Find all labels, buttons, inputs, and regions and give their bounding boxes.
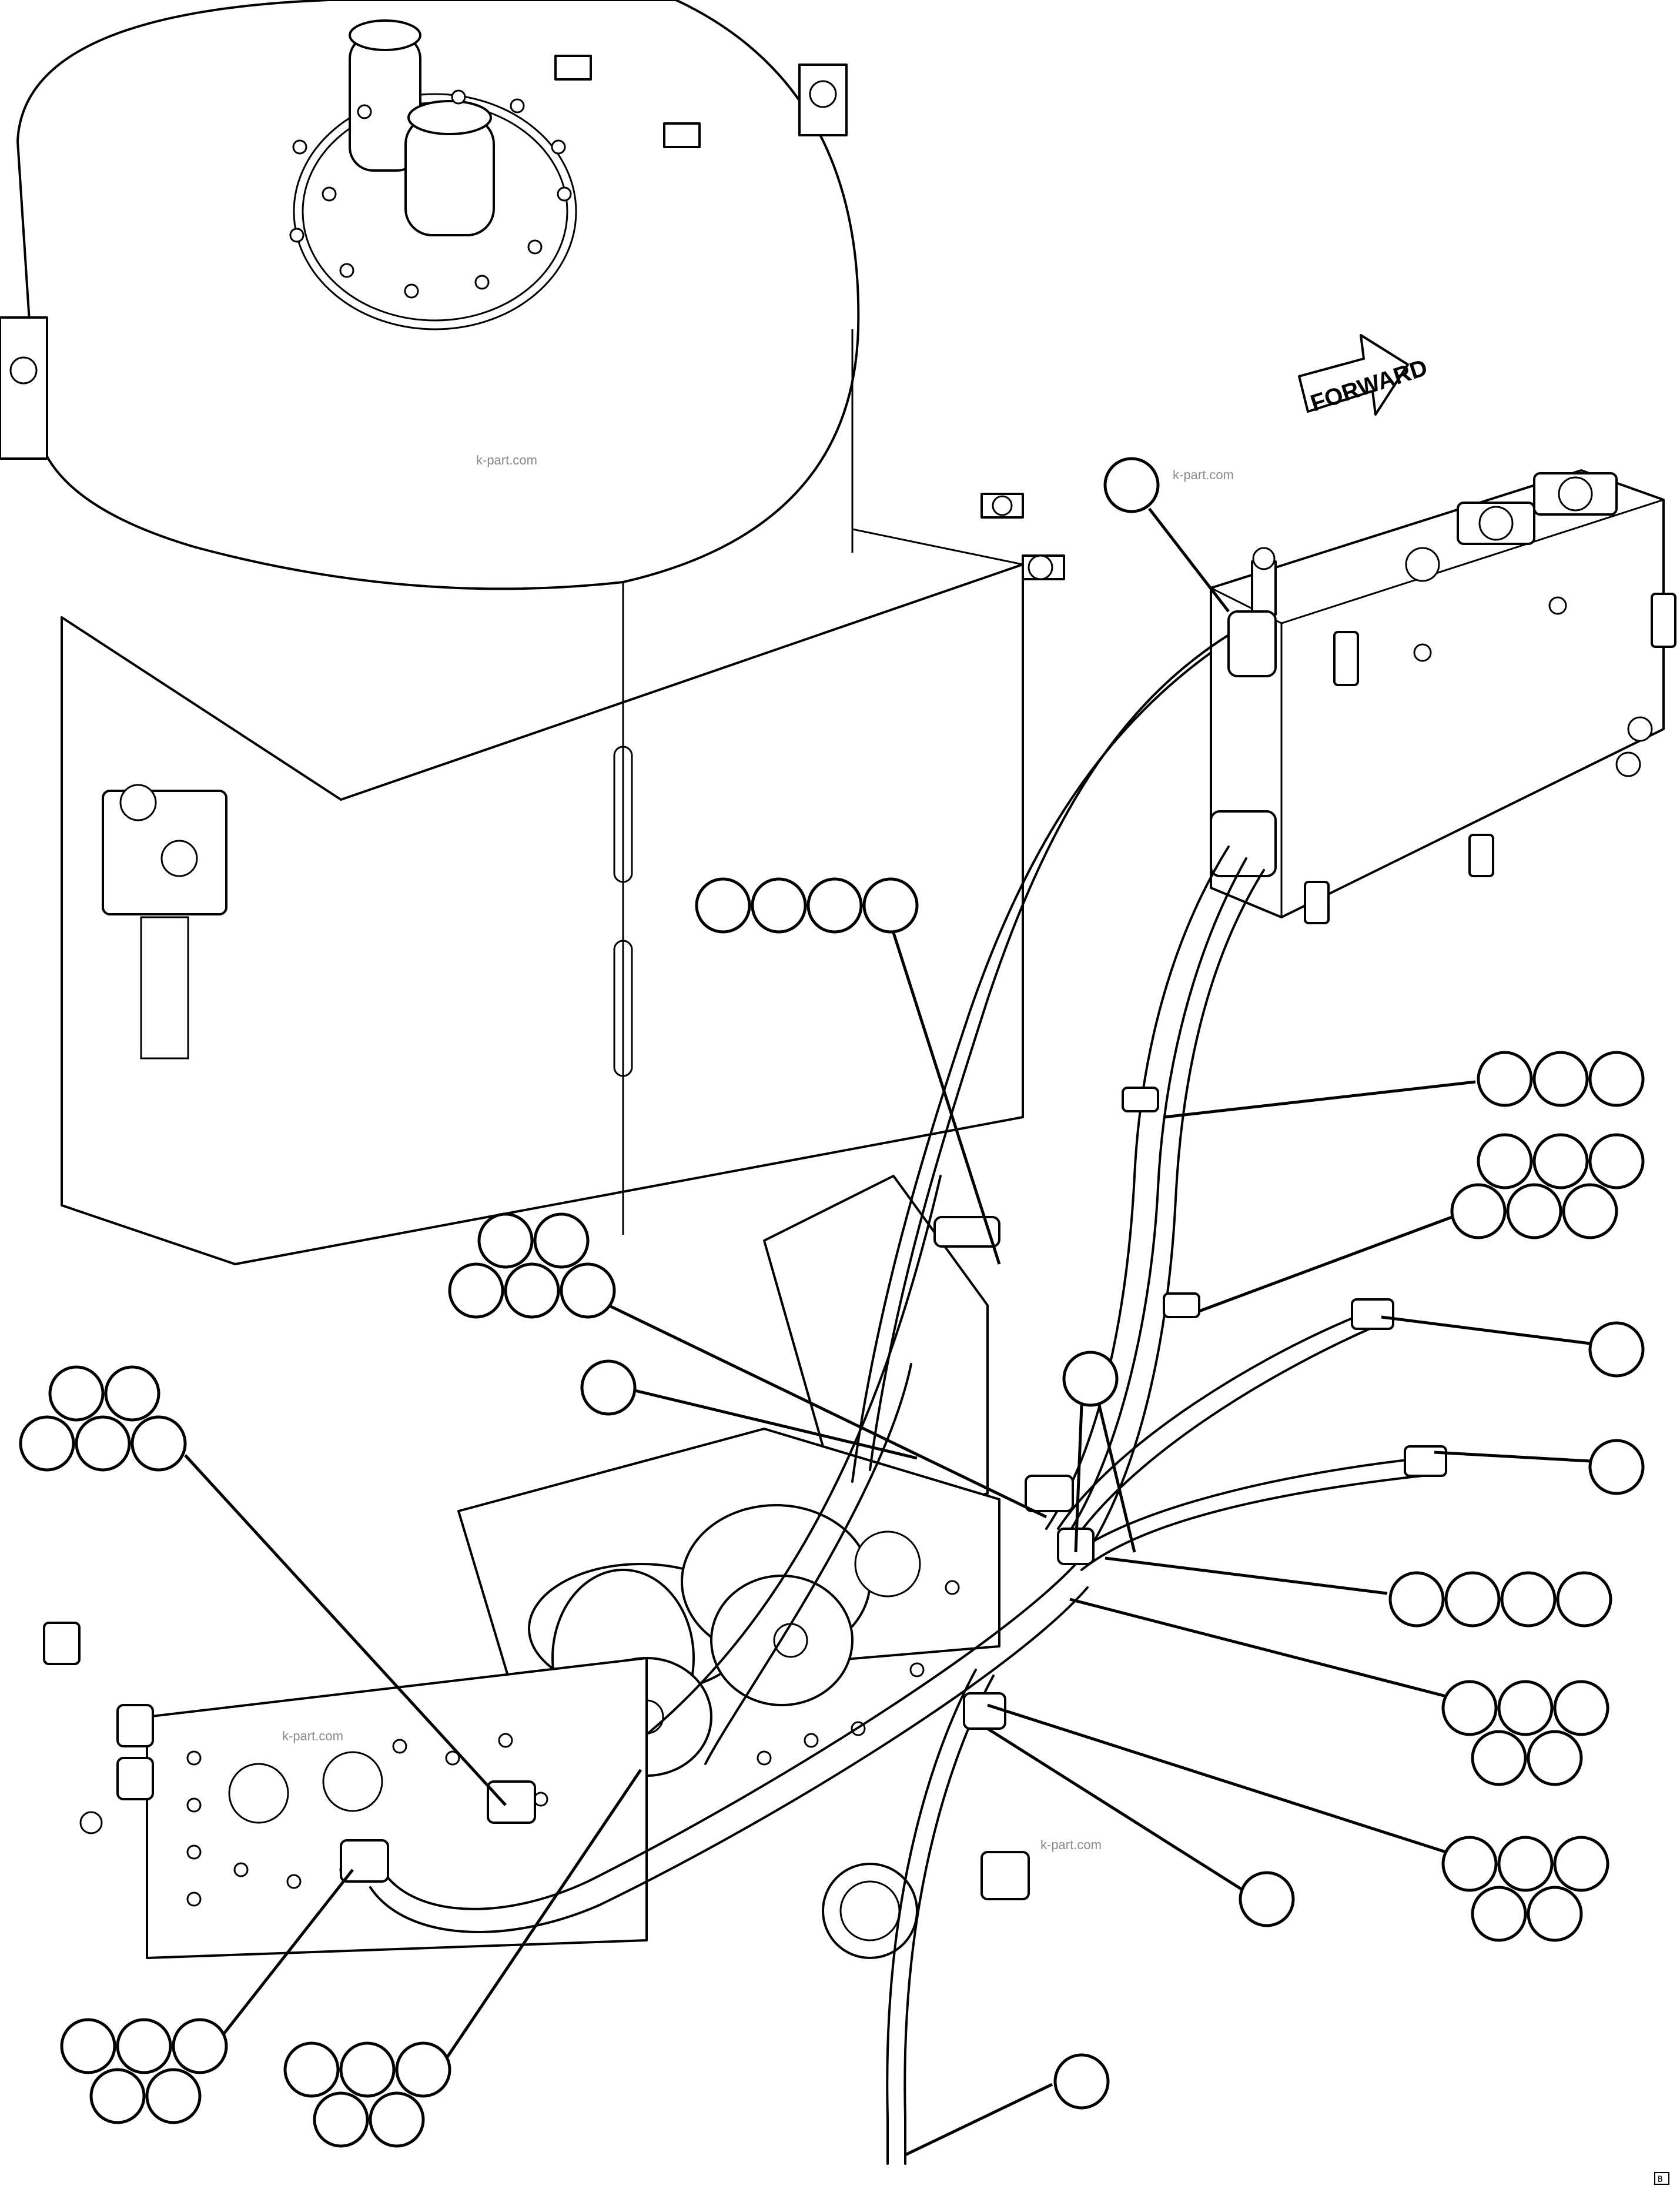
callout-bubble: [395, 2041, 451, 2098]
callout-bubble: [48, 1365, 105, 1422]
hydraulic-tank: [0, 0, 1065, 1265]
callout-bubble: [1588, 1133, 1645, 1189]
watermark: k-part.com: [282, 1729, 343, 1743]
callout-bubble: [1477, 1133, 1533, 1189]
callout-bubble: [1562, 1183, 1618, 1239]
callout-bubble: [60, 2018, 116, 2074]
callout-bubble: [1556, 1571, 1612, 1627]
callout-bubble: [1588, 1439, 1645, 1495]
callout-bubble: [19, 1415, 75, 1472]
callout-bubble: [1532, 1133, 1589, 1189]
watermark: k-part.com: [1173, 467, 1234, 482]
callout-bubble: [1506, 1183, 1562, 1239]
callout-bubble: [116, 2018, 172, 2074]
callout-bubble: [1062, 1351, 1119, 1407]
callout-bubble: [369, 2091, 425, 2148]
callout-bubble: [104, 1365, 160, 1422]
callout-bubble: [1471, 1730, 1527, 1786]
callout-bubble: [1441, 1836, 1498, 1892]
callout-bubble: [1477, 1051, 1533, 1107]
callout-bubble: [1497, 1680, 1554, 1736]
callout-bubble: [339, 2041, 396, 2098]
callout-bubble: [172, 2018, 228, 2074]
callout-bubble: [504, 1262, 560, 1319]
callout-bubble: [313, 2091, 369, 2148]
forward-arrow: FORWARD: [1298, 334, 1431, 417]
hose-clamps: [340, 1087, 1447, 1900]
manifold-bolts: [186, 1580, 960, 1907]
callout-bubble: [1497, 1836, 1554, 1892]
callout-bubble: [695, 877, 751, 934]
cover-bolts: [289, 89, 572, 299]
callout-bubble: [1500, 1571, 1557, 1627]
callout-bubble: [1553, 1680, 1609, 1736]
callout-bubble: [1532, 1051, 1589, 1107]
callout-bubble: [448, 1262, 504, 1319]
callout-bubble: [1471, 1886, 1527, 1942]
callout-bubble: [806, 877, 863, 934]
callout-bubble: [1444, 1571, 1501, 1627]
callout-bubble: [283, 2041, 340, 2098]
callout-bubble: [1053, 2053, 1110, 2110]
callout-bubble: [477, 1212, 534, 1269]
callout-bubble: [580, 1359, 637, 1416]
callout-bubble: [1239, 1871, 1295, 1927]
control-valve-block: [1210, 469, 1676, 924]
callout-bubble: [1103, 457, 1160, 513]
watermark: k-part.com: [476, 453, 537, 467]
corner-code: B: [1658, 2175, 1662, 2184]
callouts: [19, 457, 1645, 2157]
callout-bubble: [89, 2068, 146, 2124]
callout-bubble: [1527, 1886, 1583, 1942]
callout-bubble: [75, 1415, 131, 1472]
corner-code-box: [1654, 2172, 1669, 2185]
callout-bubble: [1527, 1730, 1583, 1786]
callout-bubble: [862, 877, 919, 934]
callout-bubble: [560, 1262, 616, 1319]
callout-bubble: [130, 1415, 187, 1472]
callout-bubble: [751, 877, 807, 934]
callout-bubble: [1388, 1571, 1445, 1627]
callout-bubble: [533, 1212, 590, 1269]
callout-bubble: [145, 2068, 202, 2124]
callout-bubble: [1588, 1321, 1645, 1378]
callout-bubble: [1441, 1680, 1498, 1736]
callout-bubble: [1588, 1051, 1645, 1107]
callout-bubble: [1553, 1836, 1609, 1892]
callout-bubble: [1450, 1183, 1507, 1239]
watermark: k-part.com: [1040, 1837, 1102, 1852]
